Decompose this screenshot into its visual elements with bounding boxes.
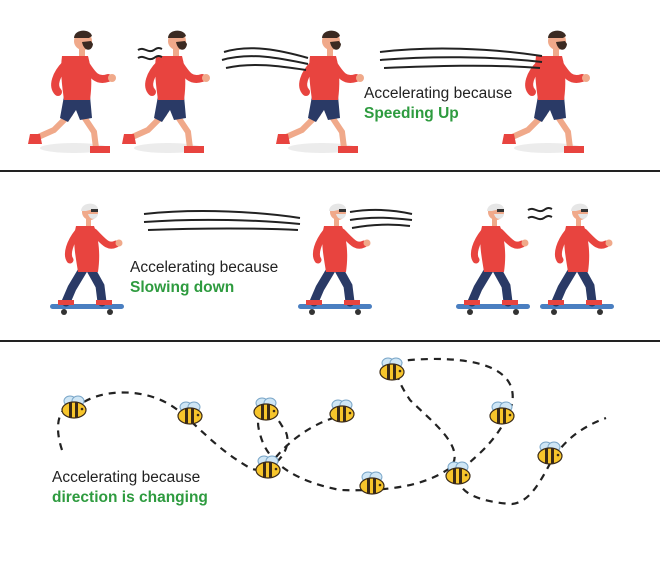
bee-icon xyxy=(379,357,405,381)
caption-lead: Accelerating because xyxy=(364,85,513,102)
speeding-up-panel: Accelerating because Speeding Up xyxy=(0,0,660,170)
bee-icon xyxy=(359,471,385,495)
speeding-up-caption: Accelerating because Speeding Up xyxy=(364,84,512,124)
caption-reason: Slowing down xyxy=(130,279,235,296)
runner-figure xyxy=(276,31,364,153)
speed-lines-long xyxy=(379,47,543,69)
slowing-down-panel: Accelerating because Slowing down xyxy=(0,172,660,340)
bee-icon xyxy=(253,397,279,421)
runner-figure xyxy=(502,31,590,153)
direction-changing-panel: Accelerating because direction is changi… xyxy=(0,342,660,562)
panel-divider xyxy=(0,170,660,172)
bee-icon xyxy=(329,399,355,423)
bee-icon xyxy=(61,395,87,419)
bee-icon xyxy=(255,455,281,479)
speed-lines-long xyxy=(143,210,301,231)
bee-icon xyxy=(177,401,203,425)
bee-icon xyxy=(445,461,471,485)
skater-figure xyxy=(50,204,124,315)
runners-illustration xyxy=(0,0,660,170)
runner-figure xyxy=(122,31,210,153)
caption-reason: direction is changing xyxy=(52,489,208,506)
direction-caption: Accelerating because direction is changi… xyxy=(52,468,208,508)
caption-reason: Speeding Up xyxy=(364,105,459,122)
panel-divider xyxy=(0,340,660,342)
speed-lines-short xyxy=(137,47,163,61)
skater-figure xyxy=(456,204,530,315)
caption-lead: Accelerating because xyxy=(130,259,279,276)
bee-flight-illustration xyxy=(57,357,607,506)
slowing-down-caption: Accelerating because Slowing down xyxy=(130,258,278,298)
skater-figure xyxy=(540,204,614,315)
bee-icon xyxy=(489,401,515,425)
skaters-illustration xyxy=(0,172,660,340)
speed-lines-medium xyxy=(349,208,413,229)
flight-path xyxy=(57,357,607,506)
speed-lines-short xyxy=(527,207,553,221)
speed-lines-medium xyxy=(221,47,309,71)
runner-figure xyxy=(28,31,116,153)
skater-figure xyxy=(298,204,372,315)
bee-icon xyxy=(537,441,563,465)
caption-lead: Accelerating because xyxy=(52,469,201,486)
